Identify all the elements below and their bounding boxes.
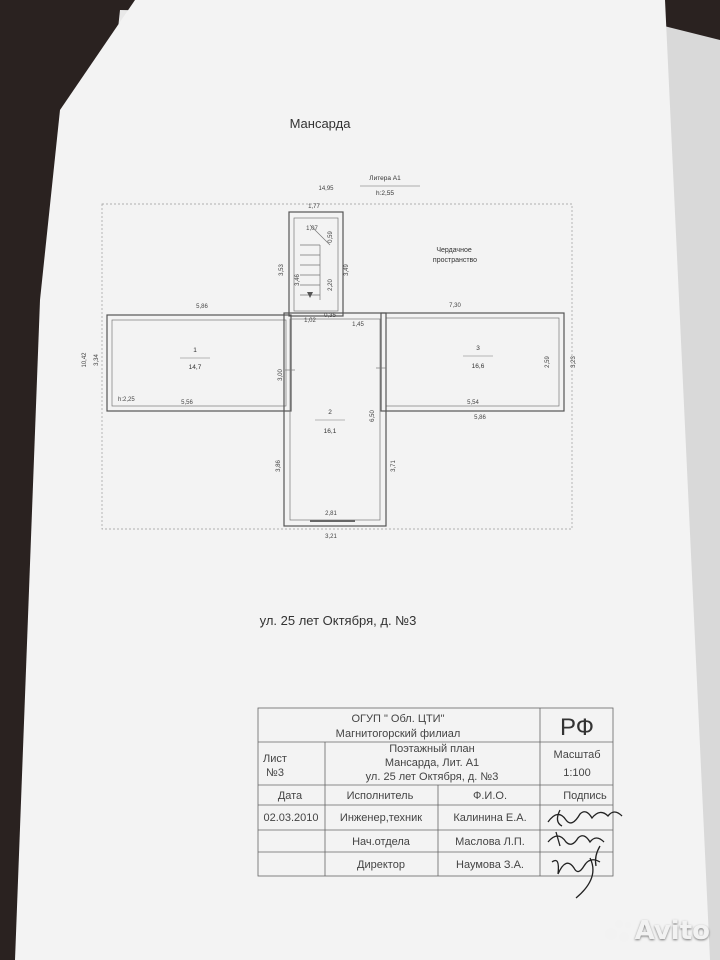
- attic-label-text-2: пространство: [433, 257, 477, 264]
- plan-address: ул. 25 лет Октября, д. №3: [260, 613, 417, 628]
- stamp-sheet-label: Лист: [263, 753, 287, 765]
- plan-title: Мансарда: [290, 116, 352, 131]
- avito-watermark: Avito: [604, 916, 710, 946]
- dim-small-3: 1,45: [352, 322, 364, 328]
- dim-bottom-total: 3,21: [325, 534, 337, 540]
- stamp-scale-label: Масштаб: [553, 749, 600, 761]
- dim-room-3-width: 5,54: [467, 400, 479, 406]
- dim-room-1-width: 5,56: [181, 400, 193, 406]
- avito-watermark-text: Avito: [634, 916, 710, 946]
- stamp-row-1-name: Калинина Е.А.: [453, 812, 526, 824]
- room-1-area: 14,7: [189, 364, 202, 371]
- stamp-doc-line1: Поэтажный план: [389, 743, 475, 755]
- litera-label: Литера А1: [369, 175, 401, 182]
- dim-top-total: 14,95: [318, 186, 334, 192]
- stamp-row-3-role: Директор: [357, 859, 405, 871]
- dim-right-top: 7,30: [449, 303, 461, 309]
- stamp-doc-line2: Мансарда, Лит. А1: [385, 757, 479, 769]
- room-2-area: 16,1: [324, 428, 337, 435]
- stamp-row-2-role: Нач.отдела: [352, 836, 411, 848]
- title-block: [257, 707, 614, 877]
- stamp-sheet-number: №3: [266, 767, 284, 779]
- stamp-row-3-name: Наумова З.А.: [456, 859, 524, 871]
- signature-2: [547, 831, 605, 847]
- dim-right-bottom: 5,86: [474, 415, 486, 421]
- dim-stair-width: 1,07: [306, 226, 318, 232]
- avito-logo-icon: [604, 918, 631, 944]
- room-1-height: h:2,25: [118, 397, 135, 403]
- dim-stair-height: 3,53: [279, 264, 285, 276]
- dim-right-total: 3,23: [571, 356, 577, 368]
- dim-small-1: 1,02: [304, 318, 316, 324]
- stamp-row-1-role: Инженер,техник: [340, 812, 422, 824]
- dim-stair-length: 3,46: [295, 274, 301, 286]
- stamp-rf: РФ: [560, 714, 594, 741]
- dim-stair-inner: 2,20: [328, 279, 334, 291]
- attic-label: Чердачное пространство: [433, 247, 477, 264]
- dim-stair-small: 0,59: [328, 231, 334, 243]
- signature-3: [551, 845, 601, 899]
- dim-bottom-inner: 2,81: [325, 511, 337, 517]
- dim-room-3-height: 2,59: [545, 356, 551, 368]
- attic-label-text: Чердачное: [436, 247, 472, 254]
- stamp-header-executor: Исполнитель: [347, 790, 414, 802]
- dim-center-height: 6,50: [370, 410, 376, 422]
- dim-left-top: 5,86: [196, 304, 208, 310]
- dim-left-total: 10,42: [82, 352, 88, 368]
- stamp-row-2-name: Маслова Л.П.: [455, 836, 525, 848]
- stamp-header-fio: Ф.И.О.: [473, 790, 507, 802]
- signature-1: [547, 809, 623, 827]
- room-3-area: 16,6: [472, 363, 485, 370]
- stamp-doc-line3: ул. 25 лет Октября, д. №3: [366, 771, 499, 783]
- room-3-number: 3: [476, 345, 480, 352]
- dim-room-1-height: 3,00: [278, 369, 284, 381]
- stamp-header-signature: Подпись: [563, 790, 607, 802]
- stamp-scale-value: 1:100: [563, 767, 591, 779]
- stamp-row-1-date: 02.03.2010: [263, 812, 318, 824]
- dim-lower-right: 3,71: [391, 460, 397, 472]
- dim-small-2: 0,35: [324, 313, 336, 319]
- stair-icon: [300, 224, 331, 300]
- room-2-number: 2: [328, 409, 332, 416]
- floor-plan: [101, 203, 573, 530]
- height-label: h:2,55: [376, 190, 394, 197]
- room-1-number: 1: [193, 347, 197, 354]
- stamp-branch: Магнитогорский филиал: [336, 728, 461, 740]
- dim-lower-left: 3,86: [276, 460, 282, 472]
- stamp-org: ОГУП " Обл. ЦТИ": [352, 713, 445, 725]
- dim-top-stair: 1,77: [308, 204, 320, 210]
- stamp-header-date: Дата: [278, 790, 303, 802]
- dim-stair-height-2: 3,49: [344, 264, 350, 276]
- dim-left-room: 3,34: [94, 354, 100, 366]
- paper-sheet: [15, 0, 710, 960]
